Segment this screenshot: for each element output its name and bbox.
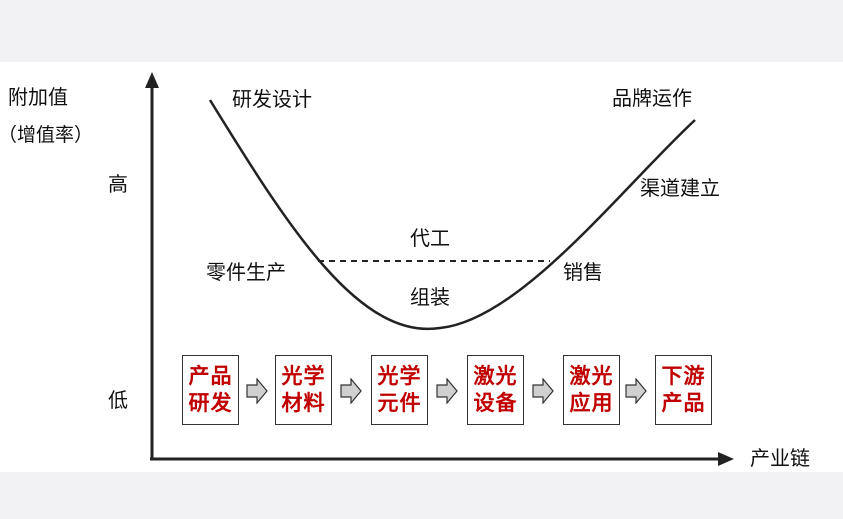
chain-step-optical-components: 光学 元件	[371, 355, 428, 425]
chain-arrow-icon	[436, 378, 458, 404]
chain-step-product-rnd: 产品 研发	[182, 355, 239, 425]
label-parts-production: 零件生产	[206, 260, 286, 284]
y-axis-arrowhead	[145, 72, 159, 88]
chain-step-laser-applications: 激光 应用	[563, 355, 620, 425]
chain-arrow-icon	[340, 378, 362, 404]
chain-step-laser-equipment: 激光 设备	[467, 355, 524, 425]
y-axis-high-label: 高	[108, 172, 128, 196]
x-axis-arrowhead	[718, 452, 734, 466]
chain-step-line2: 设备	[473, 391, 518, 415]
smile-curve	[208, 99, 696, 331]
chain-step-line1: 激光	[569, 364, 614, 388]
x-axis-label: 产业链	[750, 446, 810, 470]
y-axis-title-line2: （增值率）	[0, 124, 94, 146]
chain-step-line2: 元件	[377, 391, 422, 415]
label-channel-building: 渠道建立	[640, 176, 720, 200]
chain-step-line1: 光学	[377, 364, 422, 388]
label-brand-operation: 品牌运作	[612, 86, 692, 110]
chain-step-line2: 材料	[281, 391, 326, 415]
chain-step-line2: 研发	[188, 391, 233, 415]
label-assembly: 组装	[410, 285, 450, 309]
chain-arrow-icon	[625, 378, 647, 404]
y-axis-title-line1: 附加值	[8, 85, 68, 109]
label-rnd-design: 研发设计	[232, 87, 312, 111]
chain-step-line1: 下游	[661, 364, 706, 388]
label-oem: 代工	[410, 226, 450, 250]
label-sales: 销售	[563, 260, 603, 284]
chain-step-line1: 激光	[473, 364, 518, 388]
chain-step-downstream-products: 下游 产品	[655, 355, 712, 425]
chain-step-line1: 产品	[188, 364, 233, 388]
chain-step-line2: 产品	[661, 391, 706, 415]
chain-step-line2: 应用	[569, 391, 614, 415]
chain-arrow-icon	[532, 378, 554, 404]
chain-step-optical-materials: 光学 材料	[275, 355, 332, 425]
chain-arrow-icon	[246, 378, 268, 404]
y-axis-low-label: 低	[108, 388, 128, 412]
chain-step-line1: 光学	[281, 364, 326, 388]
